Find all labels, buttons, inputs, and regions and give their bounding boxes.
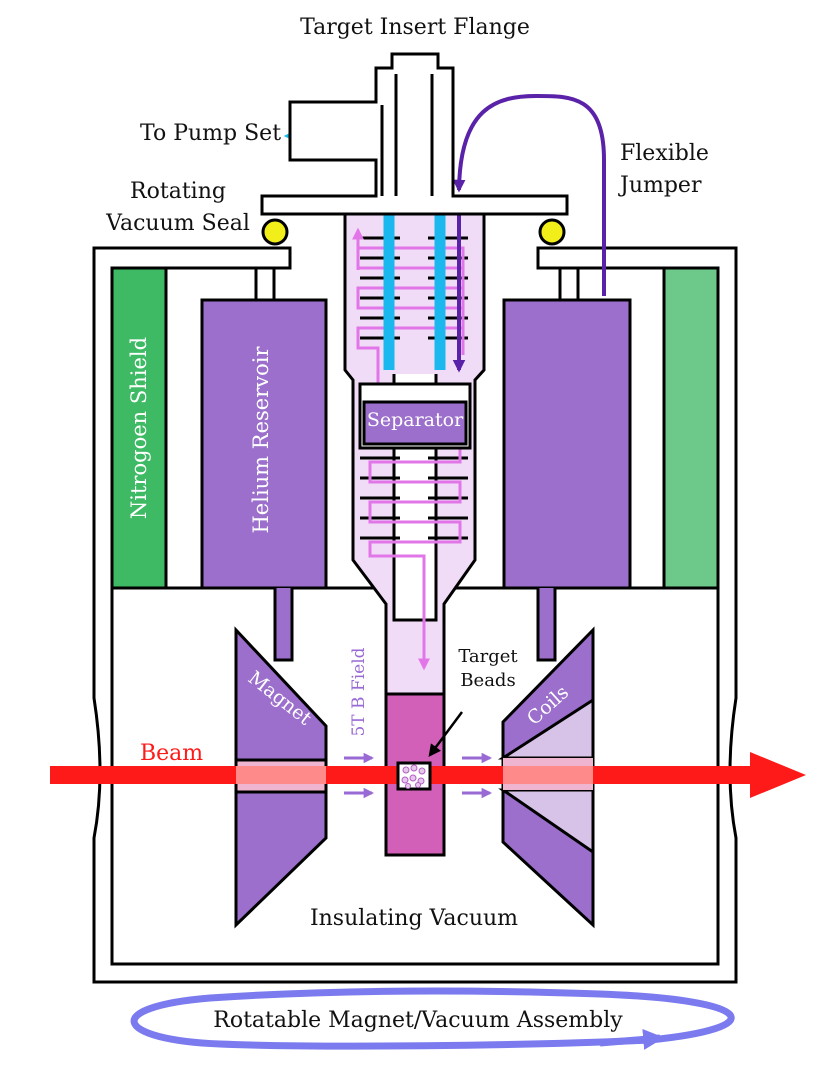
magnet-neck-left (273, 588, 294, 662)
label-assembly: Rotatable Magnet/Vacuum Assembly (213, 1008, 623, 1033)
label-beam: Beam (140, 741, 203, 766)
helium-reservoir-right (502, 266, 632, 590)
nitrogen-shield-left (110, 266, 168, 590)
label-insulating-vacuum: Insulating Vacuum (310, 906, 518, 931)
target-insert-flange (260, 52, 569, 216)
separator-box (358, 382, 472, 450)
target-beads (396, 761, 432, 791)
flexible-jumper (452, 93, 606, 373)
label-jumper: Jumper (618, 173, 702, 198)
label-nitrogen-shield: Nitrogoen Shield (127, 337, 151, 519)
label-helium-reservoir: Helium Reservoir (249, 346, 273, 534)
rotating-seal-right (538, 218, 566, 246)
label-beads: Beads (460, 670, 515, 691)
rotating-seal-left (261, 218, 289, 246)
label-to-pump-set: To Pump Set (140, 121, 281, 146)
label-rotating: Rotating (130, 179, 226, 204)
label-flexible: Flexible (620, 141, 709, 166)
label-vacuum-seal: Vacuum Seal (105, 211, 250, 236)
helium-reservoir-left (200, 266, 328, 590)
helium-flow-path (352, 227, 465, 671)
nitrogen-shield-right (662, 266, 720, 590)
label-field: 5T B Field (349, 647, 369, 736)
label-target-insert-flange: Target Insert Flange (300, 15, 530, 40)
magnet-neck-right (536, 588, 557, 662)
label-target: Target (458, 646, 518, 667)
label-separator: Separator (367, 409, 464, 431)
target-beads-pointer (428, 711, 464, 758)
rotation-arrow (130, 987, 735, 1050)
field-arrows (344, 752, 493, 799)
